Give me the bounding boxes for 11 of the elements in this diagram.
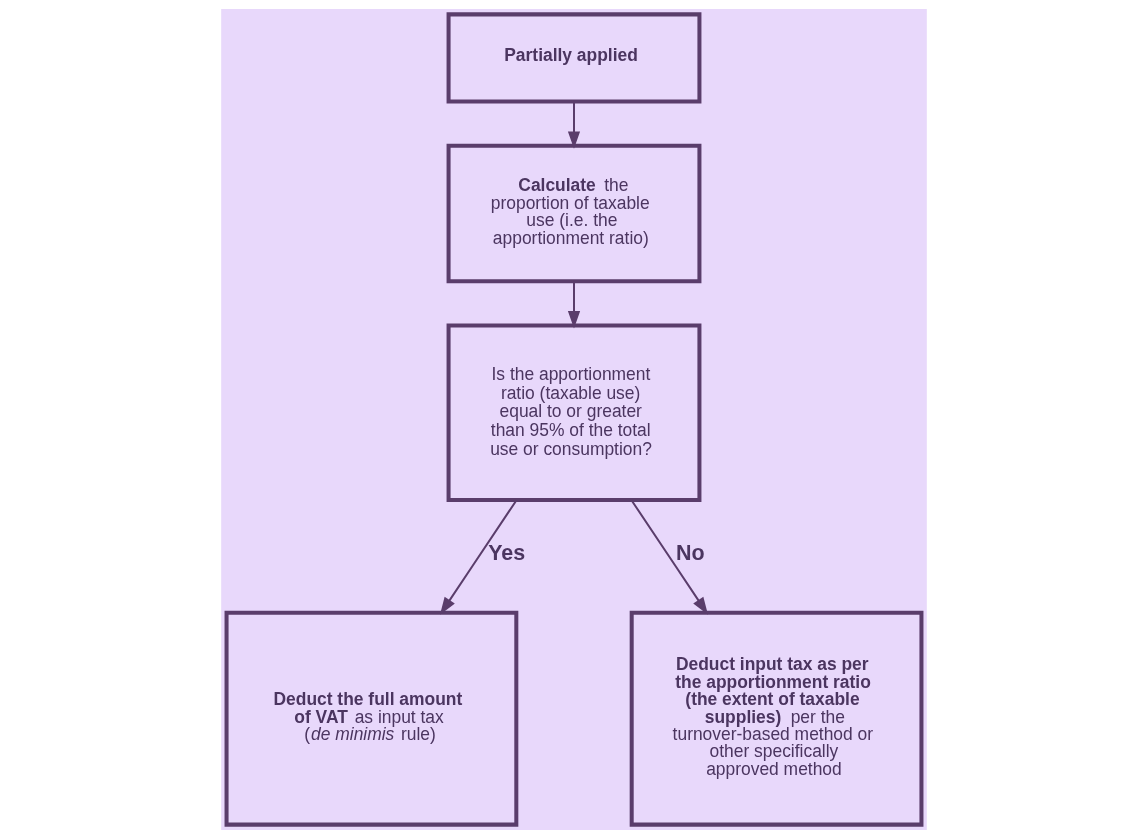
node-box: Partially applied bbox=[446, 11, 702, 104]
edge-label: No bbox=[675, 540, 705, 565]
arrow bbox=[567, 101, 581, 149]
node-box: Is the apportionment ratio (taxable use) equal to or greater than 95% of the total use or consumption? bbox=[446, 323, 702, 502]
arrow bbox=[630, 499, 708, 615]
arrow bbox=[440, 499, 518, 615]
edge-label: Yes bbox=[488, 540, 526, 565]
node-box: Calculate the proportion of taxable use (i.e. the apportionment ratio) bbox=[446, 143, 702, 283]
node-box: Deduct the full amount of VAT as input tax (de minimis rule) bbox=[224, 610, 519, 827]
node-box: Deduct input tax as per the apportionment ratio (the extent of taxable supplies) per the turnover-based method or other specifically approved method bbox=[629, 610, 924, 827]
arrow bbox=[567, 280, 581, 328]
